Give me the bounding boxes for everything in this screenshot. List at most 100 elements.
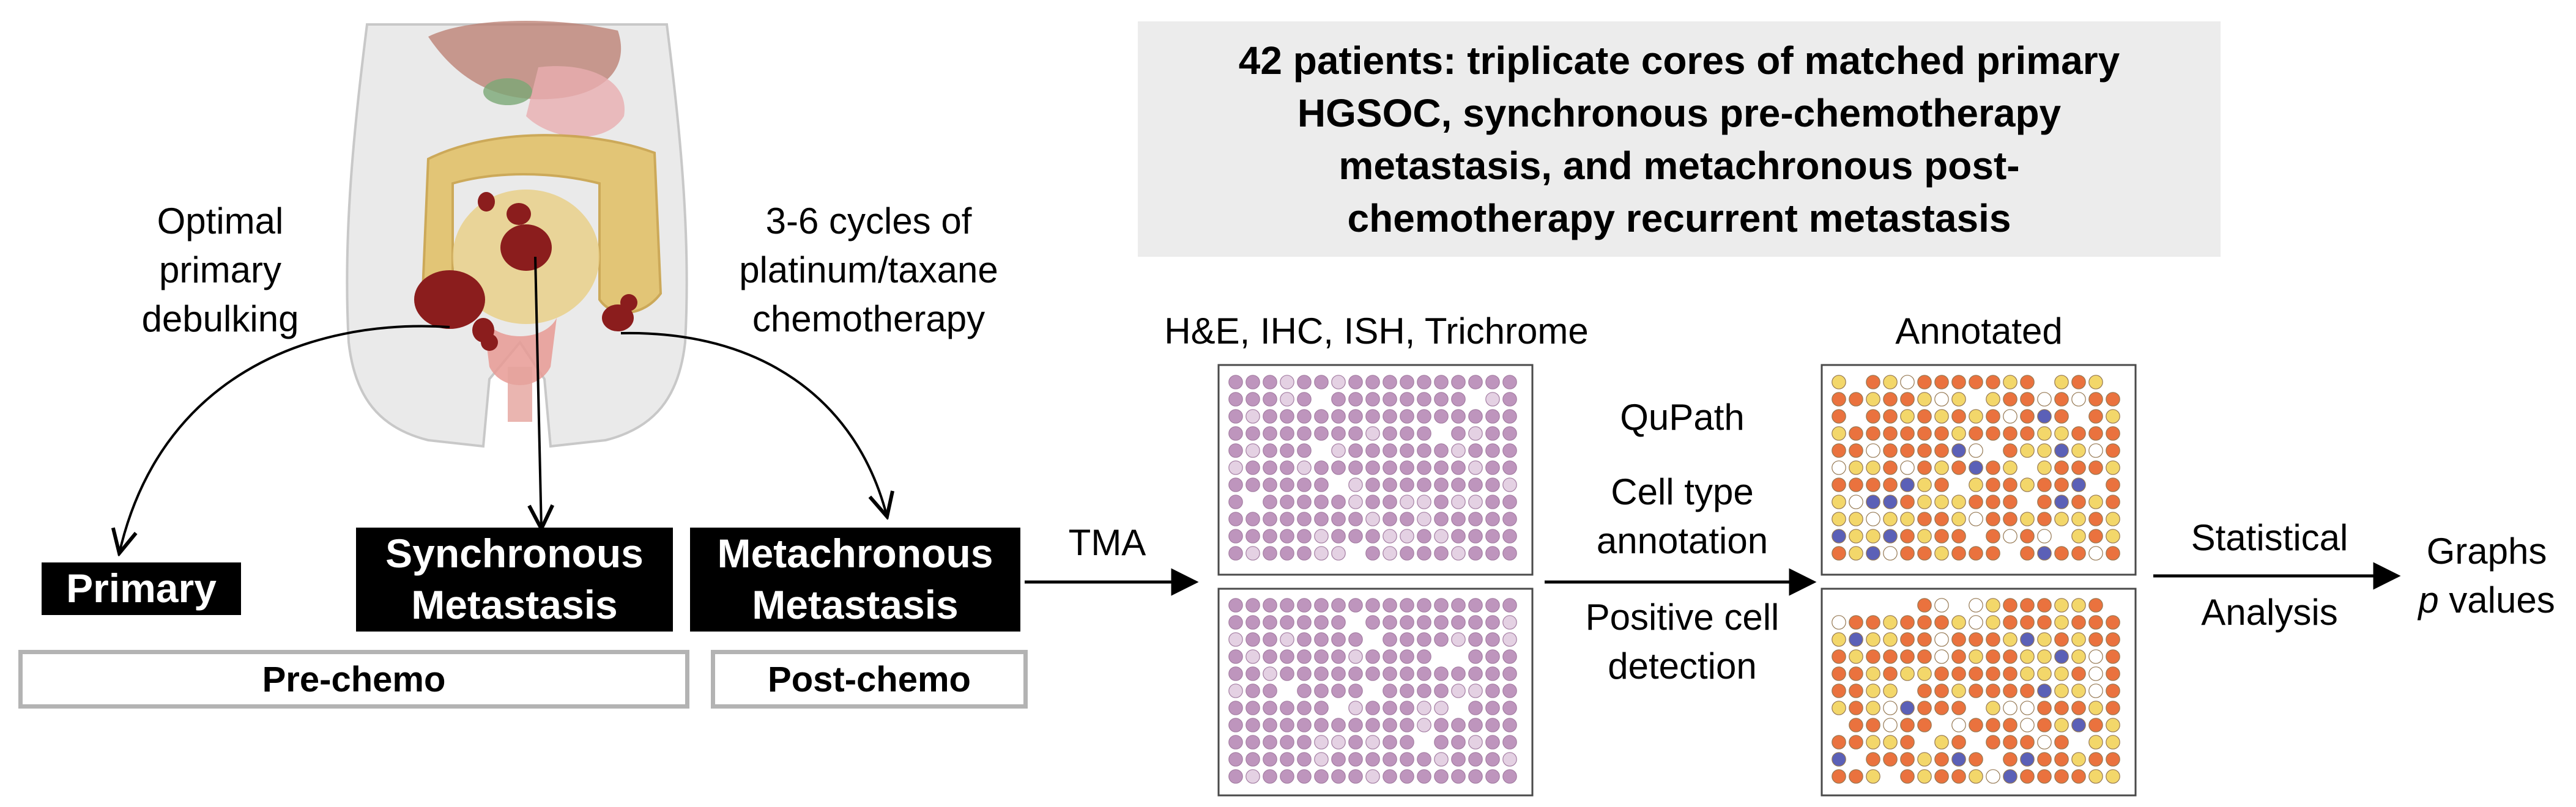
tma-core: [1883, 477, 1898, 492]
tma-core: [1280, 460, 1294, 475]
tma-core: [1951, 409, 1966, 424]
tma-core: [1502, 632, 1517, 647]
tma-core: [1245, 752, 1260, 767]
he-tma-cores-top: [1228, 375, 1517, 561]
tma-core: [1934, 460, 1949, 475]
analysis-label: Analysis: [2201, 592, 2338, 633]
tma-core: [2037, 701, 2052, 715]
tma-core: [1348, 529, 1363, 544]
tma-core: [2088, 409, 2103, 424]
tma-core: [1383, 632, 1397, 647]
tma-core: [1263, 375, 1277, 389]
tma-core: [1951, 735, 1966, 750]
tma-core: [1468, 701, 1483, 715]
tma-core: [1365, 546, 1380, 561]
tma-core: [1866, 495, 1880, 509]
tma-core: [1348, 477, 1363, 492]
tma-core: [1969, 598, 1983, 613]
tma-core: [1365, 598, 1380, 613]
tma-core: [1969, 684, 1983, 698]
tma-core: [2071, 392, 2086, 407]
tma-core: [1297, 769, 1312, 784]
qupath-annotation-step: Cell type annotation: [1596, 471, 1769, 561]
tma-core: [1297, 546, 1312, 561]
tma-core: [1400, 443, 1414, 458]
tma-core: [1400, 735, 1414, 750]
tma-core: [2071, 615, 2086, 630]
tma-core: [1365, 512, 1380, 526]
tma-core: [1986, 460, 2000, 475]
tma-core: [2106, 701, 2120, 715]
tma-core: [1434, 735, 1449, 750]
tma-core: [1468, 477, 1483, 492]
tma-core: [1245, 769, 1260, 784]
tma-core: [1314, 375, 1329, 389]
tma-core: [1832, 392, 1846, 407]
tma-core: [2071, 375, 2086, 389]
tma-core: [1832, 512, 1846, 526]
tma-core: [1434, 752, 1449, 767]
tma-core: [1866, 701, 1880, 715]
tma-core: [1245, 392, 1260, 407]
tma-core: [1245, 649, 1260, 664]
tma-core: [1331, 426, 1346, 441]
tma-core: [1917, 718, 1932, 732]
tma-core: [1297, 495, 1312, 509]
tma-core: [1883, 752, 1898, 767]
tma-core: [2020, 615, 2035, 630]
tma-core: [1331, 409, 1346, 424]
tma-core: [1485, 769, 1500, 784]
tma-core: [1986, 529, 2000, 544]
tma-core: [1502, 769, 1517, 784]
tma-core: [1383, 460, 1397, 475]
tma-core: [1245, 735, 1260, 750]
tma-core: [1917, 512, 1932, 526]
tma-core: [2020, 477, 2035, 492]
tma-core: [2003, 477, 2017, 492]
tma-core: [1849, 443, 1863, 458]
tma-core: [2037, 392, 2052, 407]
tma-core: [1900, 495, 1915, 509]
tma-core: [1485, 512, 1500, 526]
tma-core: [1434, 718, 1449, 732]
tma-core: [2020, 632, 2035, 647]
tma-core: [1383, 615, 1397, 630]
tma-core: [1280, 495, 1294, 509]
tma-core: [1314, 701, 1329, 715]
tma-core: [1969, 426, 1983, 441]
tma-core: [1485, 598, 1500, 613]
tma-core: [1451, 443, 1466, 458]
tma-core: [1383, 443, 1397, 458]
tma-core: [1485, 443, 1500, 458]
tma-core: [2088, 598, 2103, 613]
tma-core: [1228, 701, 1243, 715]
tma-core: [1969, 769, 1983, 784]
tma-core: [1849, 512, 1863, 526]
tma-core: [1331, 666, 1346, 681]
tma-core: [1314, 649, 1329, 664]
tma-core: [1280, 701, 1294, 715]
tma-core: [1365, 649, 1380, 664]
tma-core: [1245, 632, 1260, 647]
tma-core: [1468, 735, 1483, 750]
tma-core: [2088, 392, 2103, 407]
tma-core: [1986, 598, 2000, 613]
tma-core: [1280, 477, 1294, 492]
tma-core: [1986, 718, 2000, 732]
tma-core: [1934, 649, 1949, 664]
pre-chemo-frame: Pre-chemo: [18, 650, 689, 709]
tma-core: [1314, 666, 1329, 681]
tma-core: [1297, 443, 1312, 458]
tma-core: [1297, 426, 1312, 441]
tma-core: [1900, 409, 1915, 424]
tma-core: [1314, 477, 1329, 492]
tma-core: [1969, 460, 1983, 475]
tma-core: [1917, 615, 1932, 630]
tma-core: [1485, 426, 1500, 441]
tma-core: [2037, 409, 2052, 424]
tma-core: [2106, 392, 2120, 407]
tma-core: [2054, 512, 2069, 526]
tma-core: [1228, 649, 1243, 664]
tma-core: [1383, 375, 1397, 389]
tma-core: [1228, 512, 1243, 526]
